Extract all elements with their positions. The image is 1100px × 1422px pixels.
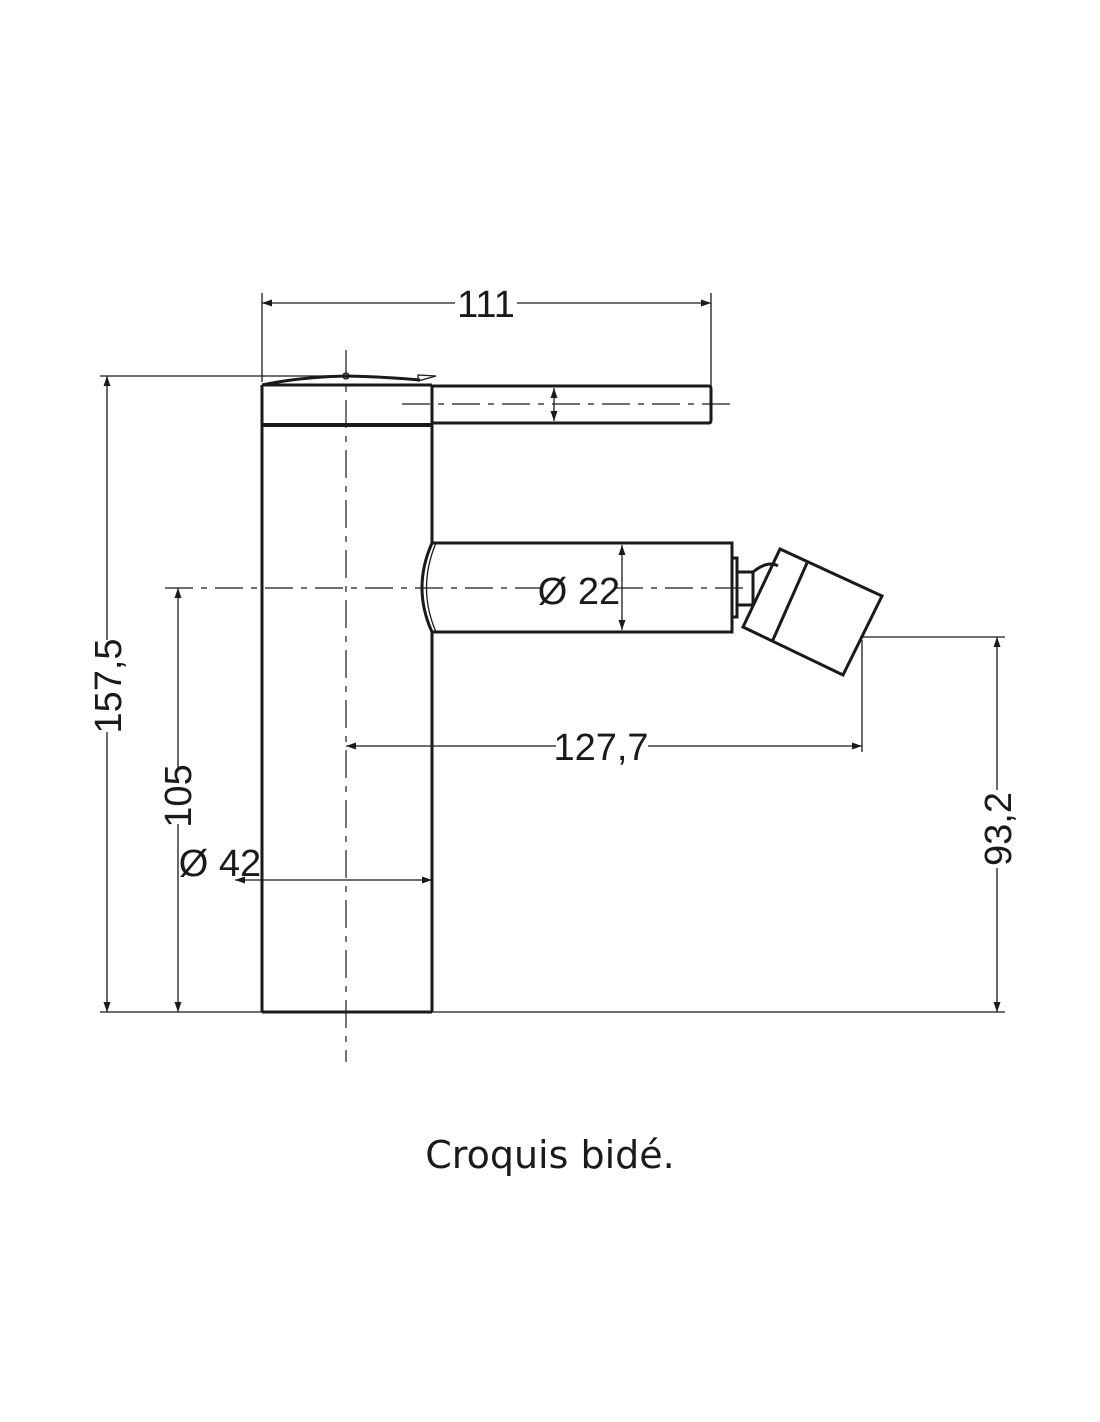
spout <box>420 541 779 634</box>
caption: Croquis bidé. <box>425 1133 674 1177</box>
dimension-label: Ø 22 <box>538 571 620 613</box>
dimension-overall-width: 111 <box>261 284 712 386</box>
dimension-label: 105 <box>158 764 200 827</box>
dimension-label: 127,7 <box>553 727 648 769</box>
dimension-outlet-height: 93,2 <box>860 636 1020 1012</box>
mixer-lever <box>432 384 713 425</box>
rotation-arrow-icon <box>417 374 437 382</box>
dimension-spout-diameter: Ø 22 <box>538 545 626 630</box>
swivel-nozzle <box>741 547 885 677</box>
dimension-spout-reach: 127,7 <box>346 640 863 769</box>
dimension-label: 111 <box>457 284 515 326</box>
dimension-overall-height: 157,5 <box>88 375 340 1012</box>
dimension-body-diameter: Ø 42 <box>179 843 432 885</box>
dimension-label: Ø 42 <box>179 843 261 885</box>
dimension-label: 93,2 <box>978 792 1020 866</box>
mixer-body <box>260 372 437 1014</box>
dimension-spout-height: 105 <box>158 588 200 1012</box>
dimension-label: 157,5 <box>88 638 130 733</box>
